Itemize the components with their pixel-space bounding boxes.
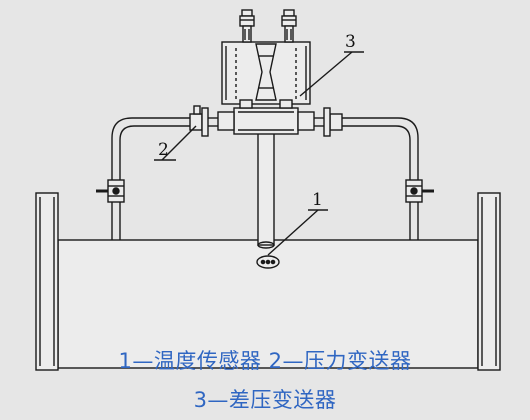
left-isolation-valve (96, 179, 125, 203)
callout-2-label: 2 (158, 140, 169, 160)
pressure-transmitter (189, 105, 218, 137)
right-connection-fitting (314, 107, 343, 137)
vent-valve-right (281, 9, 297, 43)
callout-2: 2 (154, 125, 197, 161)
callout-3-label: 3 (345, 32, 356, 52)
left-impulse-line (111, 117, 190, 240)
right-isolation-valve (405, 179, 434, 203)
vent-valve-left (239, 9, 255, 43)
manifold-block (217, 107, 315, 135)
callout-1: 1 (267, 190, 328, 256)
callout-3: 3 (299, 32, 364, 97)
caption-line-1: 1—温度传感器 2—压力变送器 (118, 349, 412, 373)
left-flange (35, 192, 59, 371)
caption-line-2: 3—差压变送器 (193, 388, 337, 412)
temperature-sensor-probe (256, 129, 280, 269)
right-flange (477, 192, 501, 371)
diff-pressure-transmitter (221, 41, 311, 109)
right-impulse-line (342, 117, 419, 240)
callout-1-label: 1 (312, 190, 323, 210)
